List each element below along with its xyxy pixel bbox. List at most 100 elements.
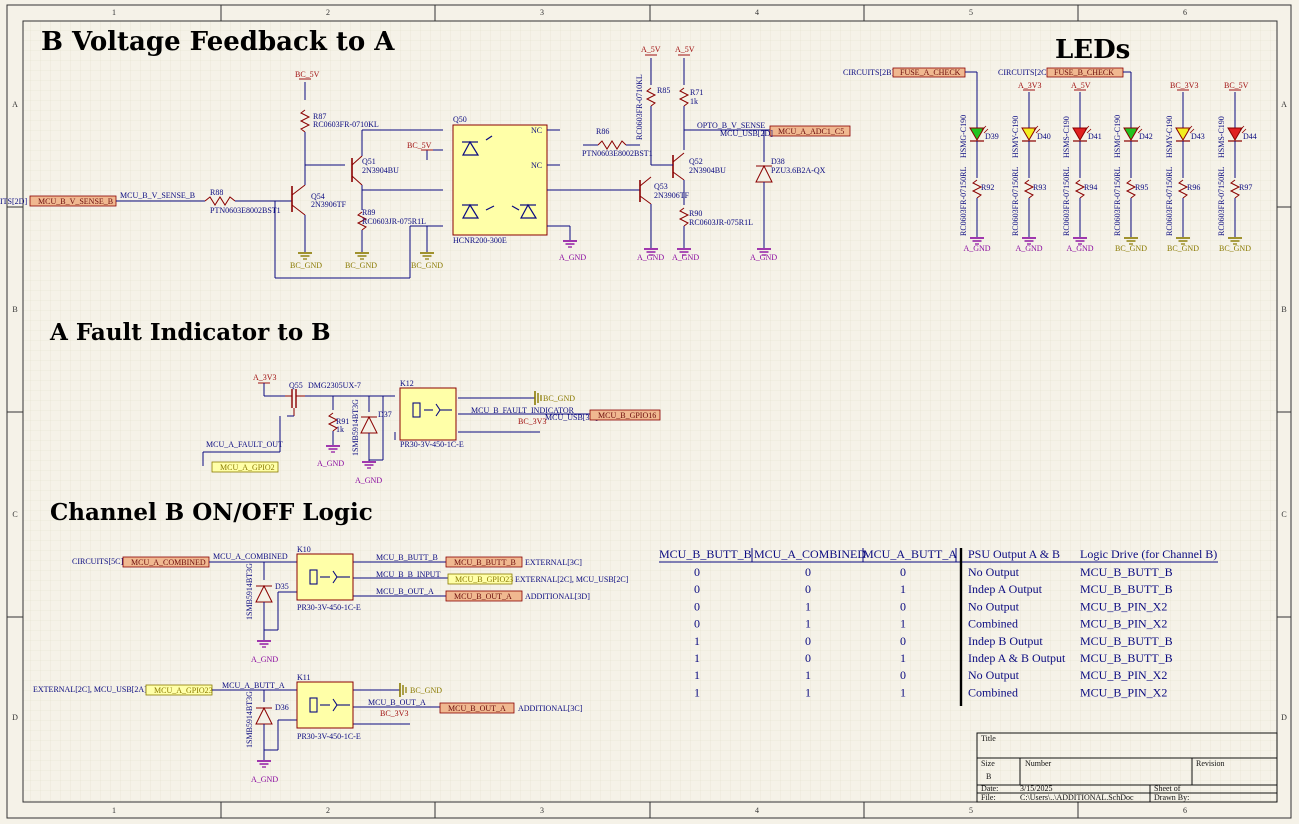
title-leds: LEDs	[1055, 35, 1130, 65]
net-mcu-usb-2d: MCU_USB[2D]	[720, 129, 773, 138]
tb-date-value: 3/15/2025	[1020, 784, 1052, 793]
tb-drawn-label: Drawn By:	[1154, 793, 1189, 802]
port-fuse-a-check-label: FUSE_A_CHECK	[900, 68, 961, 77]
port-mcu-b-gpio16[interactable]	[589, 409, 661, 421]
port-mcu-a-combined-label: MCU_A_COMBINED	[131, 558, 206, 567]
ruler-row-c-right: C	[1281, 510, 1286, 519]
table-cell: Combined	[968, 617, 1018, 631]
port-mcu-b-out-a-2[interactable]	[439, 702, 515, 714]
led-emission-arrow	[1137, 128, 1143, 134]
th-butt-b: MCU_B_BUTT_B	[659, 547, 752, 561]
title-feedback: B Voltage Feedback to A	[41, 27, 395, 57]
fault-circuit: A_3V3	[202, 373, 661, 485]
net-mcu-b-butt-b: MCU_B_BUTT_B	[376, 553, 438, 562]
ruler-col-4-bottom: 4	[755, 806, 759, 815]
q51-value: 2N3904BU	[362, 166, 399, 175]
port-mcu-a-gpio2-label: MCU_A_GPIO2	[220, 463, 275, 472]
table-cell: Indep B Output	[968, 634, 1043, 648]
port-mcu-a-adc1-c5[interactable]	[769, 125, 851, 137]
table-cell: Indep A & B Output	[968, 651, 1066, 665]
q51-ref: Q51	[362, 157, 376, 166]
port-mcu-b-gpio23-label: MCU_B_GPIO23	[455, 575, 513, 584]
port-mcu-b-gpio23[interactable]	[447, 573, 513, 585]
ruler-col-6-bottom: 6	[1183, 806, 1187, 815]
port-mcu-b-butt-b[interactable]	[445, 556, 523, 568]
k12-body	[399, 387, 457, 441]
port-mcu-a-gpio2[interactable]	[211, 461, 279, 473]
port-mcu-a-adc1-c5-label: MCU_A_ADC1_C5	[778, 127, 844, 136]
fault-bc3v3: BC_3V3	[518, 417, 546, 426]
led-resistor-value: RC0603FR-07150RL	[1113, 167, 1122, 236]
ruler-row-b-right: B	[1281, 305, 1286, 314]
led-emission-arrow	[1033, 125, 1039, 131]
led-gnd-label: BC_GND	[1219, 244, 1251, 253]
d37-ref: D37	[378, 410, 392, 419]
q52-ref: Q52	[689, 157, 703, 166]
rail-a5v-1: A_5V	[641, 45, 661, 54]
led-diode-icon	[1123, 127, 1139, 141]
onoff-circuit: CIRCUITS[5C] MCU_A_COMBINED MCU_A_COMBIN…	[33, 545, 629, 784]
led-part: HSMY-C190	[1011, 116, 1020, 158]
ruler-col-1: 1	[112, 8, 116, 17]
table-cell: 0	[805, 634, 811, 648]
port-mcu-b-out-a[interactable]	[445, 590, 523, 602]
port-mcu-a-gpio23-label: MCU_A_GPIO23	[154, 686, 213, 695]
led-emission-arrow	[1135, 125, 1141, 131]
agnd-label-1: A_GND	[559, 253, 586, 262]
led-resistor-ref: R96	[1187, 183, 1200, 192]
led-columns: D39HSMG-C190R92RC0603FR-07150RLA_GNDD40H…	[959, 115, 1257, 253]
ruler-row-b: B	[12, 305, 17, 314]
k10-ref: K10	[297, 545, 311, 554]
onoff-external-2c: EXTERNAL[2C], MCU_USB[2C]	[515, 575, 629, 584]
net-mcu-a-combined: MCU_A_COMBINED	[213, 552, 288, 561]
title-fault: A Fault Indicator to B	[49, 319, 331, 346]
led-diode-icon	[1175, 127, 1191, 141]
net-mcu-a-fault-out: MCU_A_FAULT_OUT	[206, 440, 283, 449]
led-ref: D43	[1191, 132, 1205, 141]
gnd-label-2: BC_GND	[345, 261, 377, 270]
net-mcu-b-out-a-2: MCU_B_OUT_A	[368, 698, 426, 707]
q55-ref: Q55	[289, 381, 303, 390]
r91-ref: R91	[336, 417, 349, 426]
net-mcu-usb-3d: MCU_USB[3D]	[545, 413, 598, 422]
rail-a5v-2: A_5V	[675, 45, 695, 54]
table-cell: 1	[900, 685, 906, 699]
title-onoff: Channel B ON/OFF Logic	[50, 499, 373, 526]
ruler-labels: 1 2 3 4 5 6 1 2 3 4 5 6 A B C D A B C D	[12, 8, 1287, 815]
net-mcu-a-butt-a: MCU_A_BUTT_A	[222, 681, 285, 690]
led-emission-arrow	[1241, 128, 1247, 134]
d38-value: PZU3.6B2A-QX	[771, 166, 826, 175]
table-cell: 1	[900, 617, 906, 631]
onoff-agnd-2: A_GND	[251, 775, 278, 784]
r88-ref: R88	[210, 188, 223, 197]
led-resistor-icon	[971, 179, 983, 199]
led-diode-icon	[1072, 127, 1088, 141]
k12-ref: K12	[400, 379, 414, 388]
onoff-additional-3d: ADDITIONAL[3D]	[525, 592, 590, 601]
q52-value: 2N3904BU	[689, 166, 726, 175]
port-in-prefix: ITS[2D]	[0, 197, 27, 206]
led-emission-arrow	[1084, 125, 1090, 131]
r89-ref: R89	[362, 208, 375, 217]
led-resistor-ref: R95	[1135, 183, 1148, 192]
tb-file-value: C:\Users\..\ADDITIONAL.SchDoc	[1020, 793, 1134, 802]
onoff-additional-3c: ADDITIONAL[3C]	[518, 704, 583, 713]
net-mcu-b-v-sense: MCU_B_V_SENSE_B	[120, 191, 195, 200]
led-rail-a5v: A_5V	[1071, 81, 1091, 90]
k11-ref: K11	[297, 673, 310, 682]
led-resistor-value: RC0603FR-07150RL	[1217, 167, 1226, 236]
onoff-external-2a: EXTERNAL[2C], MCU_USB[2A]	[33, 685, 147, 694]
table-cell: 1	[900, 651, 906, 665]
led-emission-arrow	[1189, 128, 1195, 134]
th-combined: MCU_A_COMBINED	[754, 547, 866, 561]
led-emission-arrow	[1187, 125, 1193, 131]
q50-internals	[461, 135, 538, 219]
port-mcu-b-out-a-2-label: MCU_B_OUT_A	[448, 704, 506, 713]
led-part: HSMS-C190	[1217, 116, 1226, 158]
led-part: HSMG-C190	[1113, 115, 1122, 158]
port-mcu-b-out-a-label: MCU_B_OUT_A	[454, 592, 512, 601]
ruler-row-a-right: A	[1281, 100, 1287, 109]
